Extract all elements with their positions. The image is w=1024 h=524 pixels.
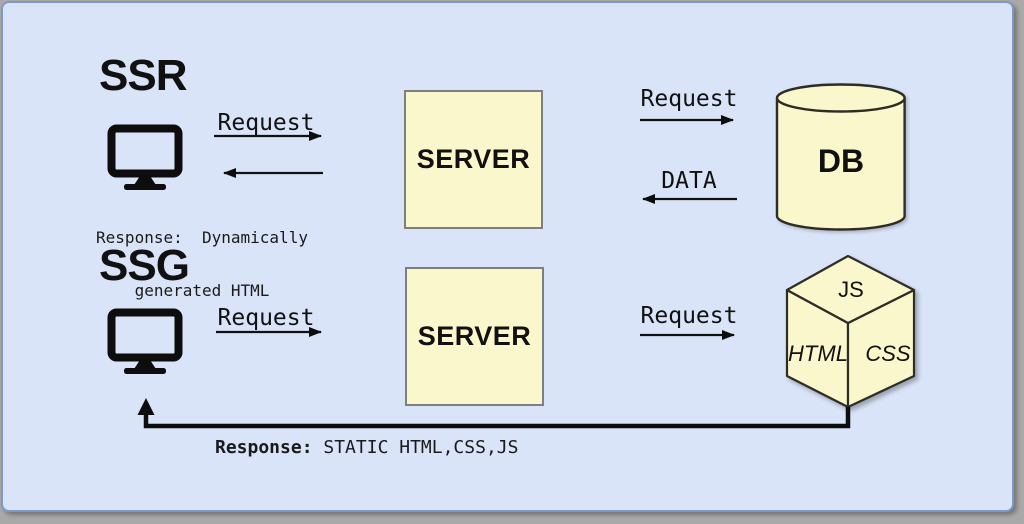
ssg-server-label: SERVER <box>417 321 532 351</box>
monitor-base <box>124 368 166 374</box>
cube-js-label: JS <box>838 277 864 302</box>
ssr-ssg-architecture-diagram: SSR Request Response: Dynamically genera… <box>1 1 1014 512</box>
ssr-server-box: SERVER <box>404 90 543 229</box>
monitor-screen <box>107 308 183 362</box>
ssr-db-data-label: DATA <box>661 168 717 194</box>
ssr-response-line2: generated HTML <box>134 280 270 300</box>
ssg-client-monitor-icon <box>107 308 183 374</box>
cylinder-body <box>775 98 906 231</box>
database-cylinder-icon <box>775 83 906 231</box>
ssr-client-monitor-icon <box>107 124 183 190</box>
ssg-response-text: Response: STATIC HTML,CSS,JS <box>215 438 518 458</box>
ssr-request-label: Request <box>217 110 315 136</box>
ssg-response-label: Response: <box>215 437 313 458</box>
monitor-base <box>124 184 166 190</box>
cube-top-face <box>785 254 916 325</box>
ssg-section-title: SSG <box>99 241 190 290</box>
ssg-request-label: Request <box>217 305 315 331</box>
ssr-response-line1: Response: Dynamically <box>96 228 308 247</box>
ssr-server-label: SERVER <box>416 144 531 174</box>
ssr-response-text: Response: Dynamically generated HTML <box>91 194 313 334</box>
static-assets-cube-icon <box>785 254 916 409</box>
monitor-stand <box>134 176 156 185</box>
ssg-response-path <box>143 407 851 429</box>
monitor-stand <box>134 360 156 369</box>
db-label: DB <box>817 143 865 179</box>
ssg-static-request-label: Request <box>640 303 738 329</box>
ssr-section-title: SSR <box>99 51 187 100</box>
ssg-response-arrowhead <box>137 398 155 415</box>
ssg-response-value: STATIC HTML,CSS,JS <box>312 437 519 458</box>
cylinder-lid <box>775 83 906 113</box>
cube-html-label: HTML <box>788 341 848 366</box>
ssr-db-request-label: Request <box>640 86 738 112</box>
ssg-server-box: SERVER <box>405 267 544 406</box>
cube-css-label: CSS <box>865 341 911 366</box>
monitor-screen <box>107 124 183 178</box>
